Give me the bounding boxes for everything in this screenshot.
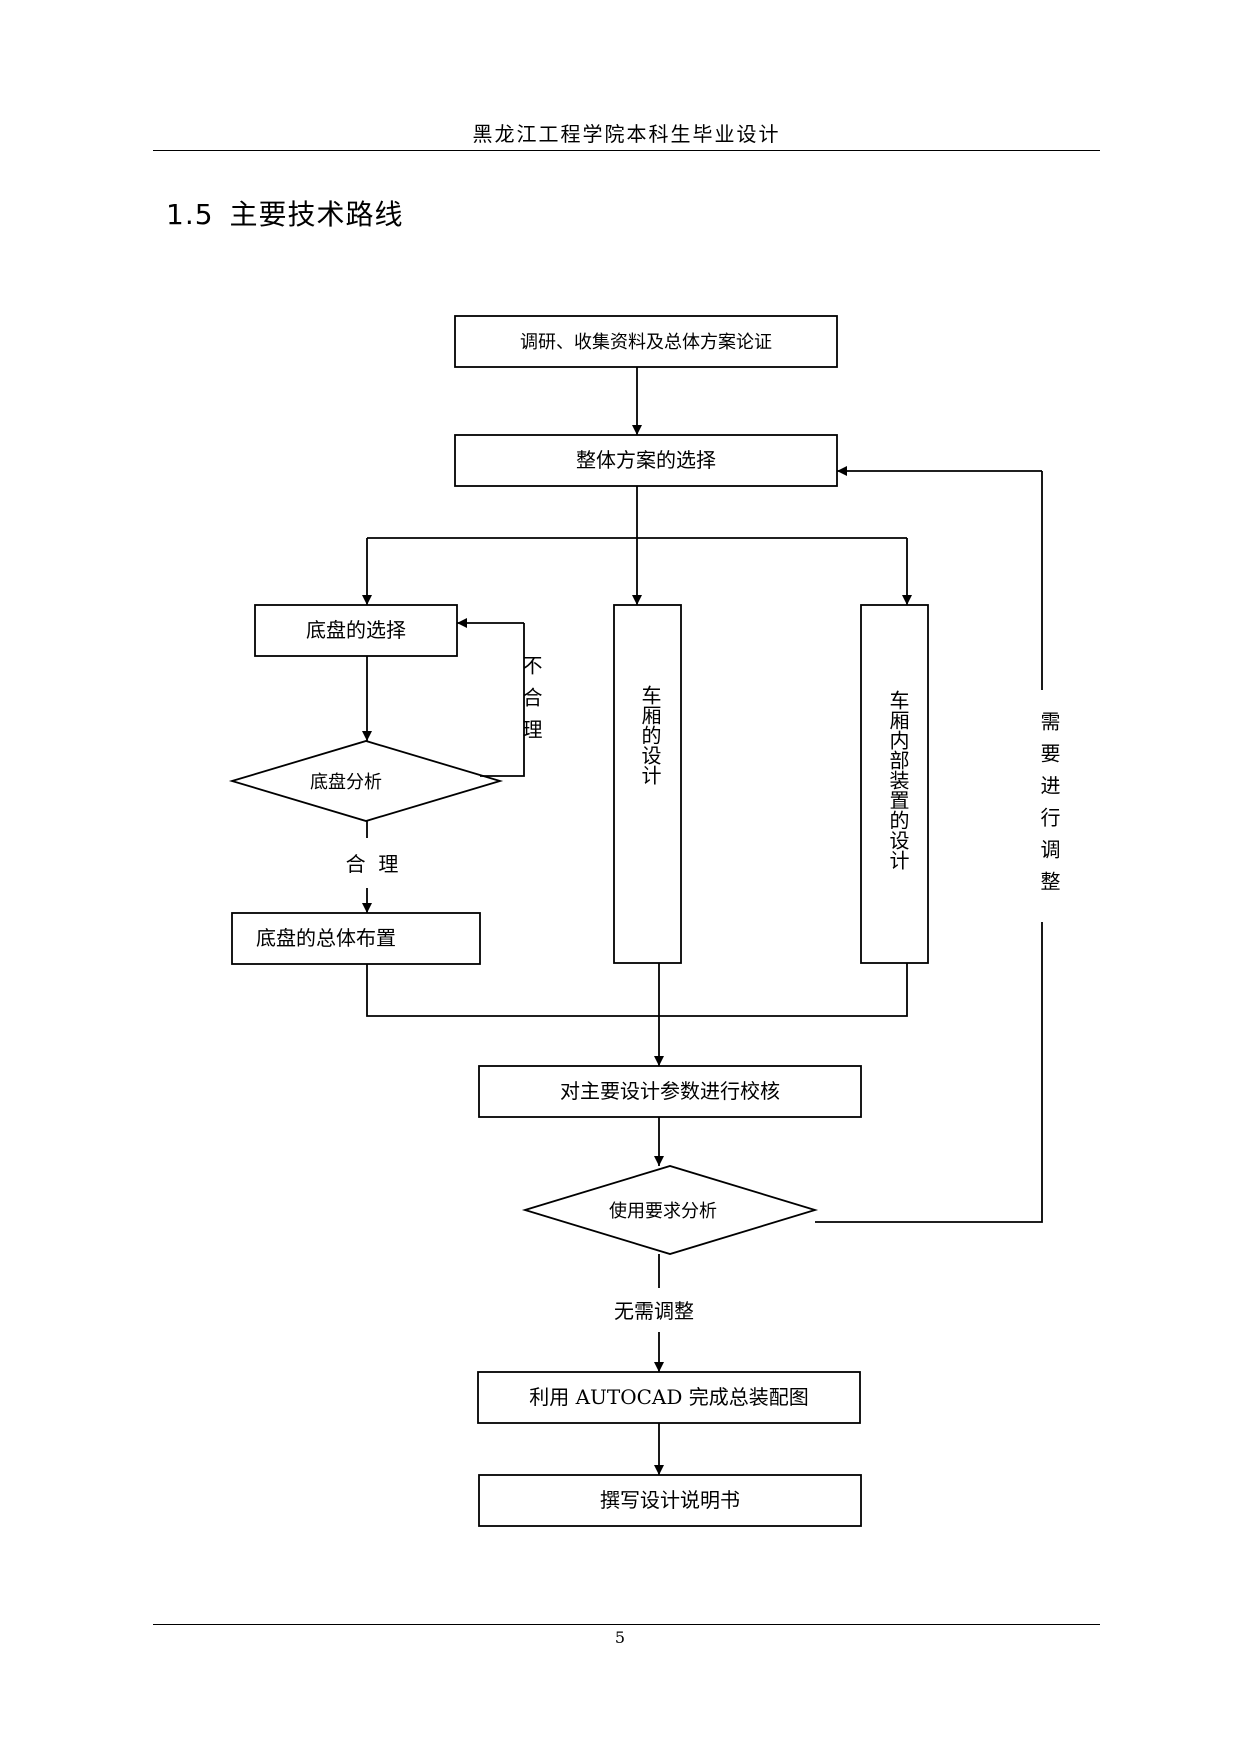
page-number: 5 xyxy=(614,1628,626,1647)
box-chassis-select xyxy=(254,604,458,657)
label-chassis-select: 底盘的选择 xyxy=(306,618,406,642)
line-feedback-adjust xyxy=(815,922,1043,1223)
section-title: 主要技术路线 xyxy=(229,198,404,231)
label-chassis-layout: 底盘的总体布置 xyxy=(256,926,396,950)
section-heading: 1.5 主要技术路线 xyxy=(166,193,404,233)
label-chassis-analysis: 底盘分析 xyxy=(310,772,382,793)
box-overall-scheme xyxy=(454,434,838,487)
diamond-usage-analysis xyxy=(521,1165,819,1255)
label-reasonable: 合 理 xyxy=(346,852,399,876)
box-interior-design xyxy=(860,604,929,964)
box-autocad xyxy=(477,1371,861,1424)
label-not-reasonable: 不合理 xyxy=(519,655,543,751)
label-need-adjust: 需要进行调整 xyxy=(1037,711,1061,903)
box-param-check xyxy=(478,1065,862,1118)
label-usage-analysis: 使用要求分析 xyxy=(609,1201,717,1222)
box-carriage-design xyxy=(613,604,682,964)
label-carriage-design: 车厢的设计 xyxy=(638,685,662,785)
label-param-check: 对主要设计参数进行校核 xyxy=(560,1079,780,1103)
label-write-manual: 撰写设计说明书 xyxy=(600,1488,740,1512)
label-research: 调研、收集资料及总体方案论证 xyxy=(520,332,772,353)
section-number: 1.5 xyxy=(166,198,214,231)
page-header: 黑龙江工程学院本科生毕业设计 xyxy=(472,122,781,146)
label-no-adjust: 无需调整 xyxy=(614,1299,694,1323)
label-interior-design: 车厢内部装置的设计 xyxy=(886,690,910,870)
label-overall-scheme: 整体方案的选择 xyxy=(576,448,716,472)
footer-rule xyxy=(153,1624,1100,1625)
box-write-manual xyxy=(478,1474,862,1527)
diamond-chassis-analysis xyxy=(228,740,504,822)
line-not-reasonable-loop xyxy=(480,623,525,777)
line-merge-bottom xyxy=(366,963,908,1017)
box-chassis-layout xyxy=(231,912,481,965)
header-rule xyxy=(153,150,1100,151)
label-autocad: 利用 AUTOCAD 完成总装配图 xyxy=(529,1385,809,1409)
box-research xyxy=(454,315,838,368)
